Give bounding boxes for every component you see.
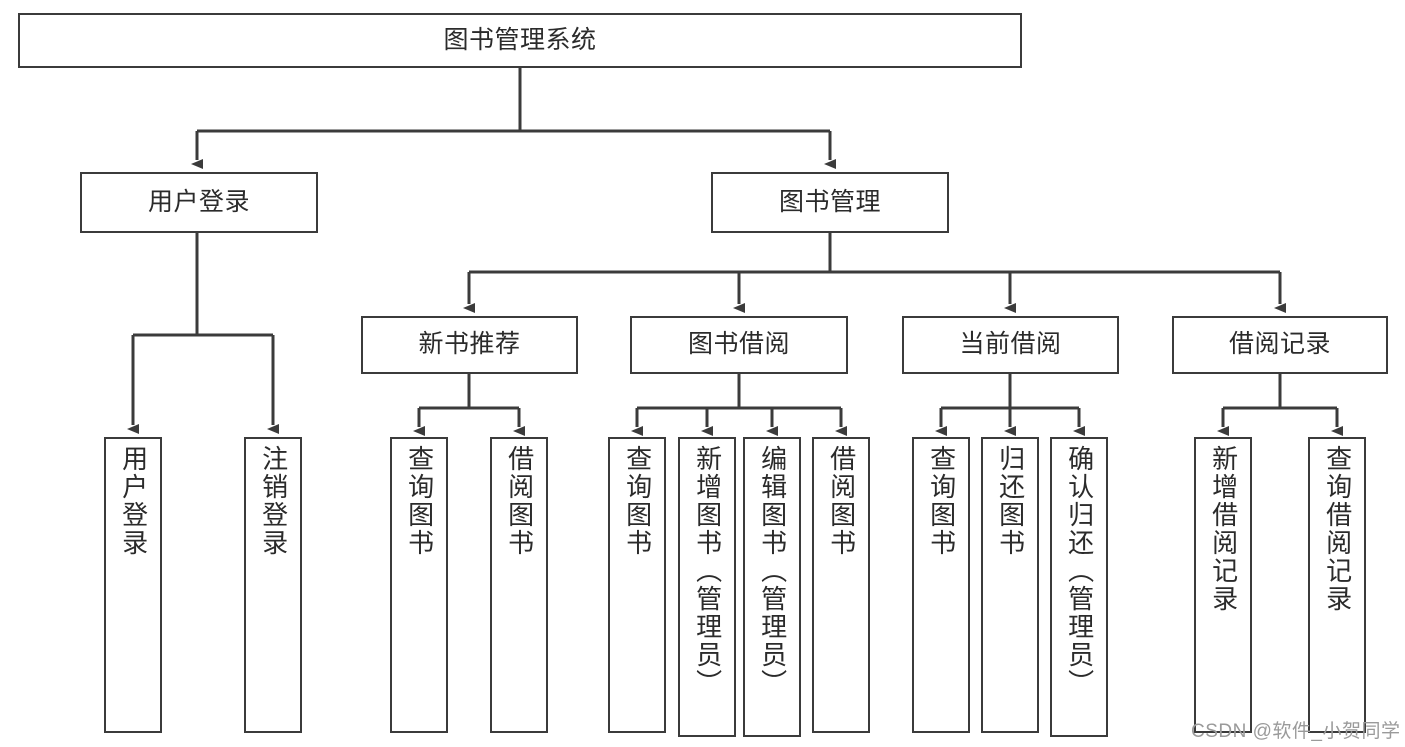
leaf-edit-book-admin[interactable]: 编辑图书（管理员） [743,437,801,737]
node-label: 借阅记录 [1228,330,1331,359]
leaf-add-book-admin[interactable]: 新增图书（管理员） [678,437,736,737]
leaf-confirm-return-admin[interactable]: 确认归还（管理员） [1050,437,1108,737]
node-label: 借阅图书 [504,445,535,557]
node-label: 新书推荐 [418,330,521,359]
leaf-logout-login[interactable]: 注销登录 [244,437,302,733]
node-borrow-record[interactable]: 借阅记录 [1172,316,1388,374]
node-label: 图书借阅 [687,330,790,359]
node-label: 借阅图书 [826,445,857,557]
node-new-book-recommend[interactable]: 新书推荐 [361,316,578,374]
node-label: 新增借阅记录 [1208,445,1239,613]
node-label: 新增图书（管理员） [692,445,723,697]
node-book-borrow[interactable]: 图书借阅 [630,316,848,374]
node-current-borrow[interactable]: 当前借阅 [902,316,1119,374]
node-label: 归还图书 [995,445,1026,557]
node-label: 确认归还（管理员） [1064,445,1095,697]
node-label: 图书管理系统 [443,25,597,54]
node-label: 注销登录 [258,445,289,557]
leaf-add-borrow-record[interactable]: 新增借阅记录 [1194,437,1252,733]
csdn-watermark: CSDN @软件_小贺同学 [1191,721,1401,742]
node-label: 用户登录 [118,445,149,557]
node-label: 查询借阅记录 [1322,445,1353,613]
leaf-user-login[interactable]: 用户登录 [104,437,162,733]
node-label: 当前借阅 [959,330,1062,359]
leaf-borrow-book[interactable]: 借阅图书 [812,437,870,733]
node-user-login[interactable]: 用户登录 [80,172,318,233]
node-label: 编辑图书（管理员） [757,445,788,697]
node-label: 用户登录 [147,187,250,216]
node-book-management[interactable]: 图书管理 [711,172,949,233]
node-label: 图书管理 [778,187,881,216]
node-root-system[interactable]: 图书管理系统 [18,13,1022,68]
leaf-query-borrow-record[interactable]: 查询借阅记录 [1308,437,1366,733]
node-label: 查询图书 [404,445,435,557]
leaf-return-book[interactable]: 归还图书 [981,437,1039,733]
leaf-query-book-current[interactable]: 查询图书 [912,437,970,733]
node-label: 查询图书 [926,445,957,557]
leaf-borrow-book-recommend[interactable]: 借阅图书 [490,437,548,733]
node-label: 查询图书 [622,445,653,557]
leaf-query-book-borrow[interactable]: 查询图书 [608,437,666,733]
leaf-query-book-recommend[interactable]: 查询图书 [390,437,448,733]
